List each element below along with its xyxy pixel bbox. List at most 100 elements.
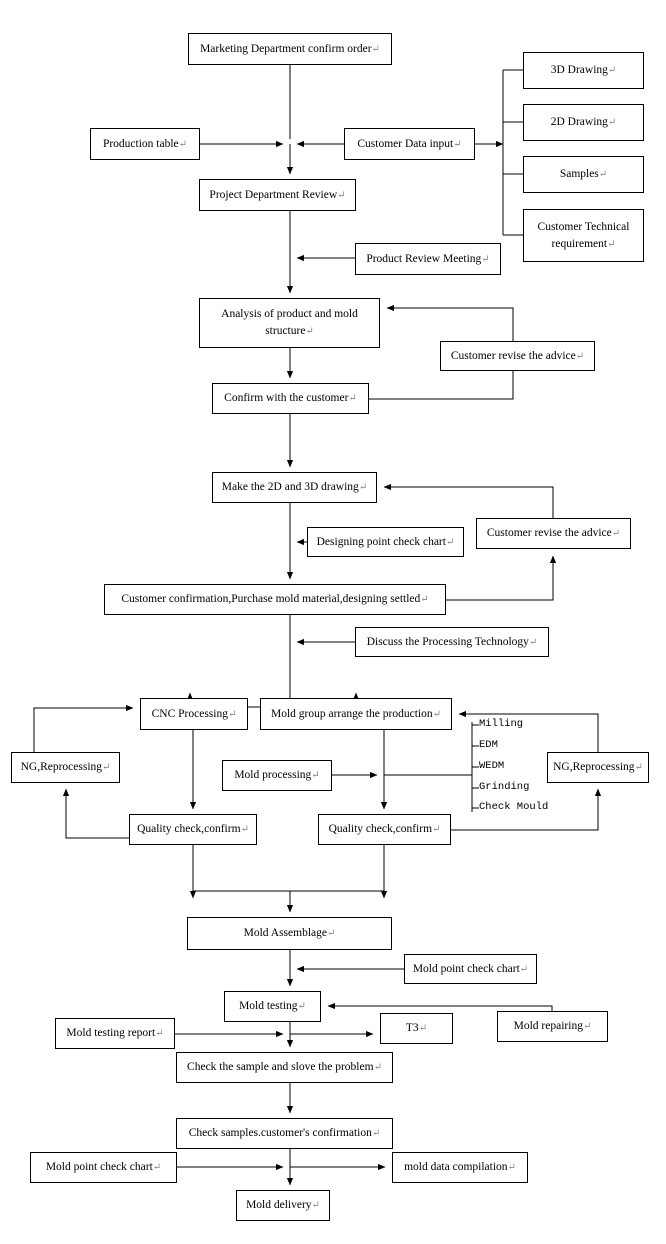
node-molddatacomp[interactable]: mold data compilation↵ — [392, 1152, 528, 1183]
leaf-label-milling: Milling — [479, 718, 524, 730]
node-qualcheck1[interactable]: Quality check,confirm↵ — [129, 814, 257, 845]
node-moldassem[interactable]: Mold Assemblage↵ — [187, 917, 392, 950]
carriage-return-icon: ↵ — [297, 1001, 306, 1013]
carriage-return-icon: ↵ — [311, 1200, 320, 1212]
node-label-moldassem: Mold Assemblage↵ — [243, 927, 336, 940]
node-label-qualcheck1: Quality check,confirm↵ — [137, 823, 249, 836]
carriage-return-icon: ↵ — [519, 963, 529, 975]
carriage-return-icon: ↵ — [373, 1062, 382, 1074]
node-label-custconfirm: Customer confirmation,Purchase mold mate… — [121, 593, 429, 606]
carriage-return-icon: ↵ — [528, 636, 538, 648]
node-ngreproc2[interactable]: NG,Reprocessing↵ — [547, 752, 649, 783]
node-moldpointchk1[interactable]: Mold point check chart↵ — [404, 954, 537, 984]
conn-ng2-to-moldgroup — [458, 710, 599, 752]
carriage-return-icon: ↵ — [358, 482, 368, 494]
carriage-return-icon: ↵ — [371, 1128, 381, 1140]
carriage-return-icon: ↵ — [305, 326, 314, 337]
node-moldrepairing[interactable]: Mold repairing↵ — [497, 1011, 608, 1042]
node-custrevise2[interactable]: Customer revise the advice↵ — [476, 518, 631, 549]
carriage-return-icon: ↵ — [155, 1028, 164, 1040]
conn-ng1-to-cnc — [33, 704, 134, 752]
carriage-return-icon: ↵ — [227, 708, 237, 720]
node-discusstech[interactable]: Discuss the Processing Technology↵ — [355, 627, 549, 657]
node-moldproc[interactable]: Mold processing↵ — [222, 760, 332, 791]
carriage-return-icon: ↵ — [152, 1162, 162, 1174]
carriage-return-icon: ↵ — [337, 189, 346, 201]
node-checksamples2[interactable]: Check samples.customer's confirmation↵ — [176, 1118, 393, 1149]
carriage-return-icon: ↵ — [607, 238, 616, 250]
carriage-return-icon: ↵ — [453, 138, 462, 150]
node-label-moldgroup: Mold group arrange the production↵ — [271, 707, 441, 720]
node-moldpointchk2[interactable]: Mold point check chart↵ — [30, 1152, 177, 1183]
node-projreview[interactable]: Project Department Review↵ — [199, 179, 356, 211]
node-label-t3: T3↵ — [405, 1022, 428, 1035]
conn-moldrepair-to-testing — [327, 1002, 553, 1011]
node-custdata[interactable]: Customer Data input↵ — [344, 128, 475, 160]
leaf-label-grinding: Grinding — [479, 781, 530, 793]
node-drawing3d[interactable]: 3D Drawing↵ — [523, 52, 644, 89]
node-analysis[interactable]: Analysis of product and mold structure↵ — [199, 298, 380, 348]
node-moldgroup[interactable]: Mold group arrange the production↵ — [260, 698, 452, 730]
node-label-projreview: Project Department Review↵ — [209, 188, 346, 201]
carriage-return-icon: ↵ — [432, 708, 441, 720]
carriage-return-icon: ↵ — [575, 350, 585, 362]
conn-qc1-to-ng1 — [62, 788, 129, 839]
node-label-designpoint: Designing point check chart↵ — [316, 535, 455, 548]
node-label-moldpointchk1: Mold point check chart↵ — [412, 962, 529, 975]
carriage-return-icon: ↵ — [481, 253, 490, 265]
leaf-label-wedm: WEDM — [479, 760, 505, 772]
node-label-custrevise1: Customer revise the advice↵ — [450, 349, 585, 362]
node-drawing2d[interactable]: 2D Drawing↵ — [523, 104, 644, 141]
node-label-moldpointchk2: Mold point check chart↵ — [45, 1161, 162, 1174]
node-label-custdata: Customer Data input↵ — [357, 137, 462, 150]
node-marketing[interactable]: Marketing Department confirm order↵ — [188, 33, 392, 65]
carriage-return-icon: ↵ — [348, 393, 357, 405]
node-cnc[interactable]: CNC Processing↵ — [140, 698, 248, 730]
node-designpoint[interactable]: Designing point check chart↵ — [307, 527, 464, 557]
node-make2d3d[interactable]: Make the 2D and 3D drawing↵ — [212, 472, 377, 503]
node-ngreproc1[interactable]: NG,Reprocessing↵ — [11, 752, 120, 783]
node-label-qualcheck2: Quality check,confirm↵ — [328, 823, 441, 836]
node-t3[interactable]: T3↵ — [380, 1013, 453, 1044]
carriage-return-icon: ↵ — [445, 536, 455, 548]
carriage-return-icon: ↵ — [326, 928, 336, 940]
node-moldtesting[interactable]: Mold testing↵ — [224, 991, 321, 1022]
node-label-prodtable: Production table↵ — [102, 137, 188, 150]
node-label-custtech: Customer Technical requirement↵ — [537, 220, 630, 250]
carriage-return-icon: ↵ — [634, 762, 643, 774]
node-label-moldrepairing: Mold repairing↵ — [513, 1020, 592, 1033]
leaf-label-check-mould: Check Mould — [479, 801, 549, 813]
conn-qc2-to-ng2 — [451, 788, 602, 831]
node-custconfirm[interactable]: Customer confirmation,Purchase mold mate… — [104, 584, 446, 615]
node-label-custrevise2: Customer revise the advice↵ — [486, 527, 621, 540]
node-label-analysis: Analysis of product and mold structure↵ — [221, 308, 358, 337]
node-custrevise1[interactable]: Customer revise the advice↵ — [440, 341, 595, 371]
node-custtech[interactable]: Customer Technical requirement↵ — [523, 209, 644, 262]
node-label-drawing2d: 2D Drawing↵ — [550, 116, 617, 129]
node-label-moldtestreport: Mold testing report↵ — [66, 1027, 164, 1040]
carriage-return-icon: ↵ — [432, 824, 441, 836]
node-checksample[interactable]: Check the sample and slove the problem↵ — [176, 1052, 393, 1083]
node-label-checksample: Check the sample and slove the problem↵ — [187, 1061, 382, 1074]
node-samples[interactable]: Samples↵ — [523, 156, 644, 193]
carriage-return-icon: ↵ — [418, 1023, 428, 1035]
carriage-return-icon: ↵ — [582, 1021, 592, 1033]
node-label-molddelivery: Mold delivery↵ — [246, 1199, 320, 1212]
carriage-return-icon: ↵ — [371, 43, 380, 55]
node-prodtable[interactable]: Production table↵ — [90, 128, 200, 160]
node-molddelivery[interactable]: Mold delivery↵ — [236, 1190, 330, 1221]
node-confirmcust[interactable]: Confirm with the customer↵ — [212, 383, 369, 414]
node-moldtestreport[interactable]: Mold testing report↵ — [55, 1018, 175, 1049]
carriage-return-icon: ↵ — [311, 770, 320, 782]
node-label-confirmcust: Confirm with the customer↵ — [224, 392, 357, 405]
node-label-molddatacomp: mold data compilation↵ — [404, 1161, 516, 1174]
node-label-cnc: CNC Processing↵ — [151, 707, 237, 720]
node-prodmeeting[interactable]: Product Review Meeting↵ — [355, 243, 501, 275]
carriage-return-icon: ↵ — [178, 138, 188, 150]
node-qualcheck2[interactable]: Quality check,confirm↵ — [318, 814, 451, 845]
carriage-return-icon: ↵ — [240, 824, 249, 836]
node-label-discusstech: Discuss the Processing Technology↵ — [366, 635, 538, 648]
node-label-make2d3d: Make the 2D and 3D drawing↵ — [221, 481, 368, 494]
node-label-samples: Samples↵ — [559, 168, 608, 181]
